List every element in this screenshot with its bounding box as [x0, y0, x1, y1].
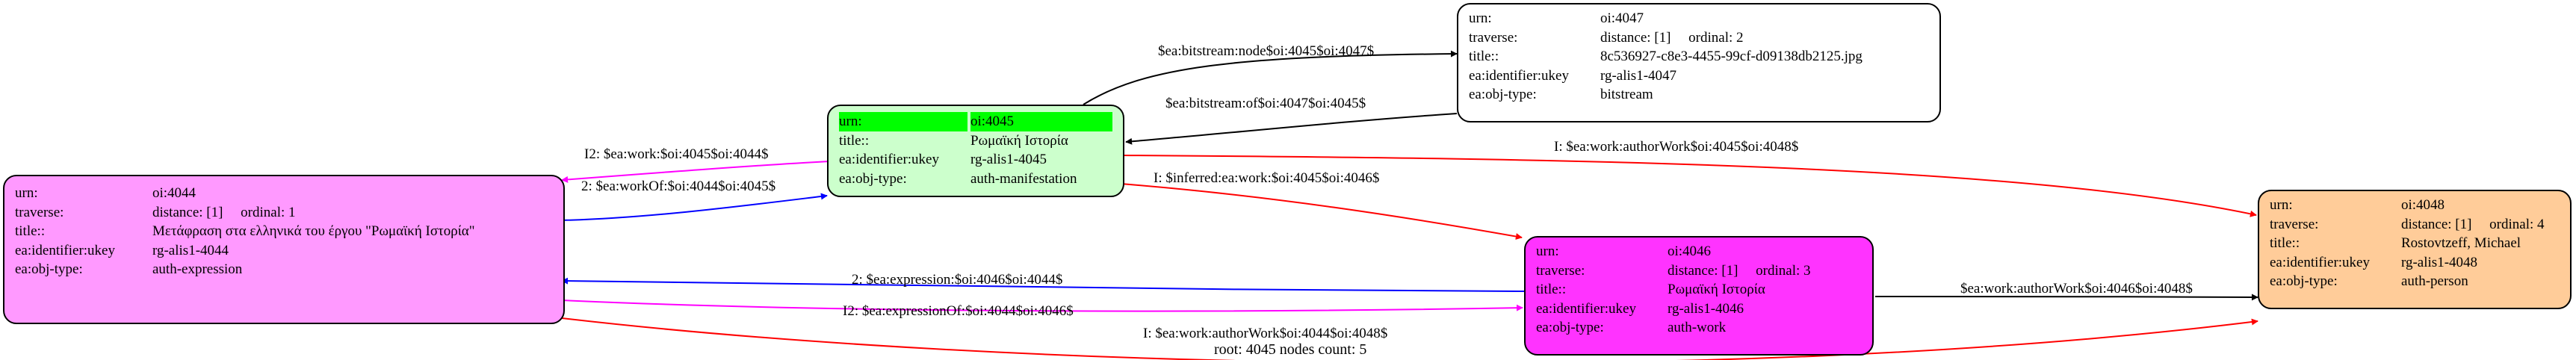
node-row: urn: oi:4046 — [1536, 242, 1872, 261]
edge-label-expressionof-4044-4046: I2: $ea:expressionOf:$oi:4044$oi:4046$ — [843, 303, 1074, 319]
row-value: 8c536927-c8e3-4455-99cf-d09138db2125.jpg — [1600, 49, 1863, 64]
edge-label-workof-4044-4045: 2: $ea:workOf:$oi:4044$oi:4045$ — [581, 179, 776, 194]
node-row: traverse: distance: [1] ordinal: 2 — [1469, 28, 1939, 48]
row-value: Μετάφραση στα ελληνικά του έργου "Ρωμαϊκ… — [152, 223, 475, 239]
edge-work-4045-4044 — [561, 161, 830, 183]
node-4047[interactable]: urn: oi:4047 traverse: distance: [1] ordin… — [1457, 3, 1941, 122]
row-key: ea:identifier:ukey — [839, 152, 939, 167]
row-key: ea:obj-type: — [15, 261, 83, 277]
edge-expression-4046-4044 — [561, 277, 1525, 292]
row-value: auth-work — [1668, 320, 1727, 335]
row-key: ea:identifier:ukey — [2270, 254, 2370, 270]
row-key: urn: — [1469, 10, 1492, 26]
row-value: oi:4044 — [152, 185, 196, 201]
row-key: ea:obj-type: — [839, 170, 907, 187]
row-value: auth-manifestation — [970, 170, 1077, 187]
edge-bitstream-node-4045-4047 — [1083, 50, 1458, 105]
row-value: auth-person — [2401, 273, 2468, 289]
edge-label-expression-4046-4044: 2: $ea:expression:$oi:4046$oi:4044$ — [852, 272, 1063, 288]
row-value: rg-alis1-4045 — [970, 152, 1047, 167]
node-row: ea:obj-type: auth-person — [2270, 272, 2570, 291]
row-value: bitstream — [1600, 87, 1653, 102]
row-value: oi:4048 — [2401, 197, 2445, 213]
row-key: ea:obj-type: — [1536, 320, 1604, 335]
row-key: title:: — [15, 223, 46, 239]
node-row: ea:obj-type: auth-expression — [15, 260, 563, 279]
node-row: traverse: distance: [1] ordinal: 1 — [15, 203, 563, 223]
row-value: Rostovtzeff, Michael — [2401, 235, 2521, 251]
node-row: title::Rostovtzeff, Michael — [2270, 234, 2570, 253]
node-row: ea:obj-type: auth-work — [1536, 318, 1872, 338]
edge-bitstream-of-4047-4045 — [1125, 113, 1458, 145]
node-row: ea:identifier:ukey rg-alis1-4044 — [15, 241, 563, 261]
row-value: rg-alis1-4048 — [2401, 254, 2478, 270]
node-row: ea:identifier:ukey rg-alis1-4047 — [1469, 66, 1939, 86]
row-key: ea:identifier:ukey — [1536, 300, 1636, 317]
row-key: traverse: — [15, 204, 64, 220]
edge-label-bitstream-node: $ea:bitstream:node$oi:4045$oi:4047$ — [1158, 43, 1375, 59]
node-4048[interactable]: urn: oi:4048 traverse: distance: [1] ordin… — [2258, 190, 2572, 309]
row-value: oi:4047 — [1600, 10, 1644, 26]
row-key: title:: — [2270, 235, 2300, 251]
edge-authorwork-4044-4048 — [561, 317, 2258, 360]
row-key: ea:identifier:ukey — [1469, 67, 1569, 84]
row-key: title:: — [1536, 282, 1567, 297]
row-value: rg-alis1-4047 — [1600, 67, 1677, 84]
row-key: ea:identifier:ukey — [15, 242, 115, 258]
graph-footer: root: 4045 nodes count: 5 — [1214, 341, 1367, 358]
row-key: urn: — [15, 185, 38, 201]
node-row: title::Μετάφραση στα ελληνικά του έργου … — [15, 222, 563, 241]
row-key: title:: — [839, 132, 870, 149]
row-key: urn: — [1536, 243, 1559, 259]
row-value: distance: [1] ordinal: 3 — [1668, 262, 1811, 279]
node-row: urn: oi:4048 — [2270, 196, 2570, 215]
edge-workof-4044-4045 — [561, 193, 828, 221]
edge-authorwork-4045-4048 — [1120, 155, 2257, 217]
row-value: Ρωμαϊκή Ιστορία — [970, 132, 1068, 149]
edge-label-inferred-work-4045-4046: I: $inferred:ea:work:$oi:4045$oi:4046$ — [1154, 170, 1380, 186]
node-row: urn: oi:4047 — [1469, 9, 1939, 28]
node-4046[interactable]: urn: oi:4046 traverse: distance: [1] ordin… — [1524, 236, 1874, 356]
row-value: rg-alis1-4044 — [152, 242, 229, 258]
edge-label-authorwork-4046-4048: $ea:work:authorWork$oi:4046$oi:4048$ — [1960, 281, 2193, 297]
row-key: urn: — [2270, 197, 2293, 213]
node-row-urn-highlight: urn:oi:4045 — [839, 112, 1123, 131]
edge-expressionof-4044-4046 — [561, 300, 1523, 312]
row-value: rg-alis1-4046 — [1668, 300, 1744, 317]
row-value: oi:4046 — [1668, 243, 1712, 259]
row-value: auth-expression — [152, 261, 243, 277]
edge-label-authorwork-4045-4048: I: $ea:work:authorWork$oi:4045$oi:4048$ — [1554, 139, 1799, 155]
row-key: ea:obj-type: — [2270, 273, 2338, 289]
node-row: ea:identifier:ukey rg-alis1-4046 — [1536, 300, 1872, 319]
node-row: ea:obj-type: bitstream — [1469, 85, 1939, 105]
row-key: ea:obj-type: — [1469, 87, 1537, 102]
row-value: Ρωμαϊκή Ιστορία — [1668, 282, 1765, 297]
node-row: ea:identifier:ukey rg-alis1-4048 — [2270, 253, 2570, 273]
row-key: traverse: — [1469, 29, 1518, 46]
node-row: ea:identifier:ukey rg-alis1-4045 — [839, 150, 1123, 170]
node-4045-root[interactable]: urn:oi:4045 title::Ρωμαϊκή Ιστορία ea:id… — [827, 105, 1124, 197]
row-key: traverse: — [1536, 262, 1585, 279]
row-value: distance: [1] ordinal: 4 — [2401, 216, 2545, 232]
node-row: traverse: distance: [1] ordinal: 4 — [2270, 215, 2570, 235]
row-key: urn: — [839, 112, 967, 131]
node-row: title::Ρωμαϊκή Ιστορία — [839, 131, 1123, 151]
node-4044[interactable]: urn: oi:4044 traverse: distance: [1] ordin… — [3, 175, 565, 324]
edge-label-work-4045-4044: I2: $ea:work:$oi:4045$oi:4044$ — [584, 146, 769, 162]
row-value: oi:4045 — [970, 112, 1112, 131]
node-row: urn: oi:4044 — [15, 184, 563, 203]
node-row: traverse: distance: [1] ordinal: 3 — [1536, 261, 1872, 281]
edge-label-bitstream-of: $ea:bitstream:of$oi:4047$oi:4045$ — [1165, 96, 1366, 111]
node-row: title::8c536927-c8e3-4455-99cf-d09138db2… — [1469, 47, 1939, 66]
row-key: title:: — [1469, 49, 1499, 64]
row-key: traverse: — [2270, 216, 2319, 232]
node-row: title::Ρωμαϊκή Ιστορία — [1536, 280, 1872, 300]
edge-label-authorwork-4044-4048: I: $ea:work:authorWork$oi:4044$oi:4048$ — [1143, 326, 1388, 341]
edge-inferred-work-4045-4046 — [1120, 183, 1523, 240]
row-value: distance: [1] ordinal: 2 — [1600, 29, 1744, 46]
node-row: ea:obj-type: auth-manifestation — [839, 170, 1123, 189]
row-value: distance: [1] ordinal: 1 — [152, 204, 296, 220]
